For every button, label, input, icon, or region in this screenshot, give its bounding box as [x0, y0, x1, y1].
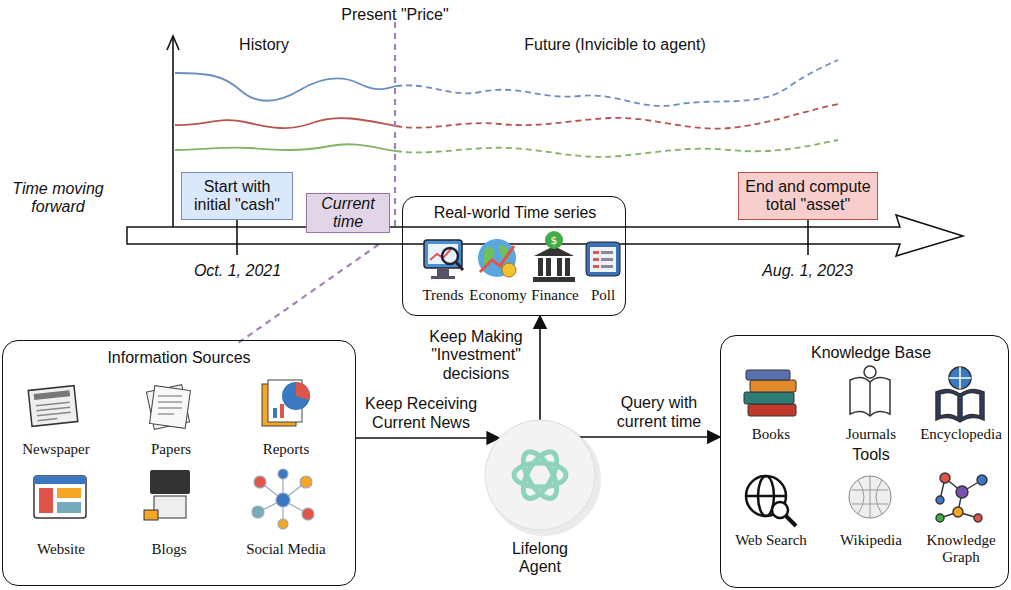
icon-label: Journals — [831, 426, 911, 443]
icon-label: Web Search — [726, 532, 816, 549]
svg-text:​: ​ — [170, 477, 171, 490]
node-title: Knowledge Base — [771, 344, 971, 362]
node-title: Information Sources — [69, 349, 289, 367]
time-series-panel: Real-world Time seriesTrendsEconomyFinan… — [402, 196, 626, 316]
knowledge-graph-icon — [936, 473, 987, 522]
reports-icon — [262, 380, 310, 426]
agent-circle — [483, 418, 597, 532]
icon-label: Newspaper — [11, 441, 101, 458]
wikipedia-icon — [849, 476, 891, 518]
section-label: Future (Invicible to agent) — [515, 36, 715, 54]
start-box: Start with initial "cash" — [181, 172, 293, 220]
y-axis — [172, 38, 174, 236]
icon-label: Books — [736, 426, 806, 443]
newspaper-icon — [28, 386, 78, 427]
series-line — [175, 118, 396, 128]
icon-label: Encyclopedia — [913, 426, 1009, 443]
arrow-connector — [580, 436, 720, 438]
icon-label: Trends — [413, 287, 473, 304]
icon-label: Social Media — [231, 541, 341, 558]
edge-label: Keep Receiving Current News — [360, 395, 482, 432]
poll-icon — [586, 242, 620, 276]
trends-icon — [424, 240, 463, 279]
books-icon — [744, 370, 796, 416]
icon-label: Poll — [581, 287, 625, 304]
axis-label: Time moving forward — [2, 180, 114, 217]
icon-label: Wikipedia — [826, 532, 916, 549]
node-title: Current time — [312, 195, 384, 232]
web-search-icon — [746, 476, 796, 526]
icon-label: Knowledge Graph — [921, 532, 1001, 567]
icon-label: Reports — [246, 441, 326, 458]
icon-label: Papers — [131, 441, 211, 458]
edge-label: Query with current time — [603, 394, 715, 431]
icon-label: Website — [21, 541, 101, 558]
svg-text:$: $ — [551, 234, 558, 247]
economy-icon — [478, 239, 516, 277]
agent-node: Lifelong Agent — [483, 418, 597, 590]
icon-label: Blogs — [134, 541, 204, 558]
present-label: Present "Price" — [330, 6, 460, 24]
node-title: Lifelong Agent — [500, 540, 580, 577]
encyclopedia-icon — [936, 367, 984, 422]
journals-icon — [850, 366, 890, 416]
end-box: End and compute total "asset" — [738, 172, 878, 220]
blogs-icon: ​ — [144, 470, 190, 520]
node-title: Start with initial "cash" — [187, 178, 287, 215]
date-label: Aug. 1, 2023 — [750, 262, 865, 280]
time-arrow — [127, 215, 963, 256]
icon-label: Tools — [841, 446, 901, 464]
arrow-connector — [539, 316, 541, 420]
information-sources-panel: Information SourcesNewspaper Papers Report… — [2, 340, 356, 586]
icon-label: Finance — [525, 287, 585, 304]
edge-label: Keep Making "Investment" decisions — [420, 328, 532, 383]
social-media-icon — [252, 469, 314, 529]
node-title: Real-world Time series — [410, 204, 620, 222]
icon-label: Economy — [466, 287, 530, 304]
finance-icon: $ — [533, 231, 575, 282]
date-label: Oct. 1, 2021 — [180, 262, 295, 280]
knowledge-base-panel: Knowledge BaseBooks JournalsEncyclopediaT… — [720, 335, 1009, 588]
current-time-box: Current time — [306, 193, 390, 233]
arrow-connector — [356, 437, 499, 439]
node-title: End and compute total "asset" — [744, 178, 872, 215]
papers-icon — [146, 385, 190, 430]
series-line — [175, 144, 396, 151]
website-icon — [34, 476, 86, 518]
series-line — [175, 73, 396, 101]
section-label: History — [224, 36, 304, 54]
